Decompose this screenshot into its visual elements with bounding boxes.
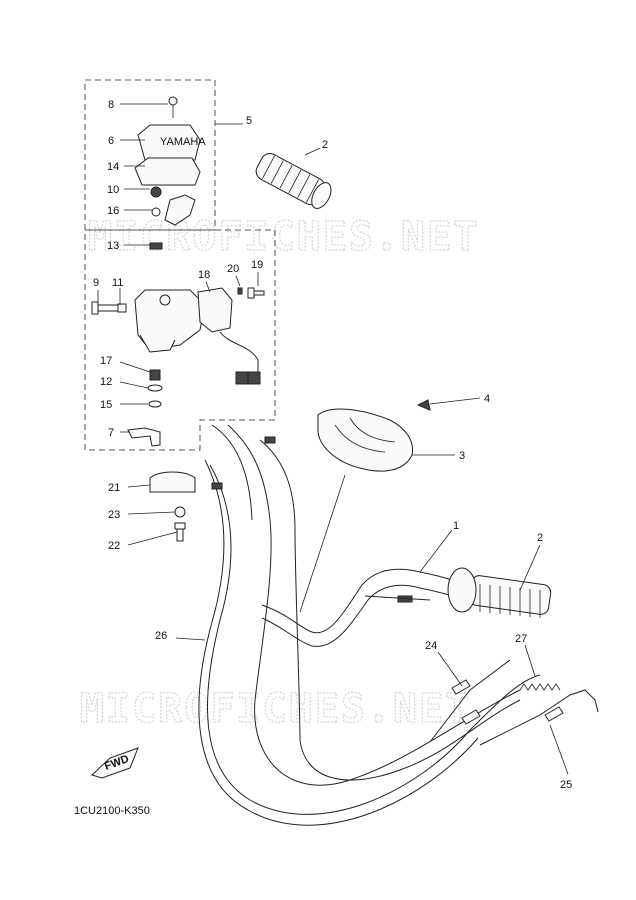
cable-end-a xyxy=(264,436,276,444)
cable-24 xyxy=(429,659,511,743)
callout-5: 5 xyxy=(246,115,252,127)
callout-9: 9 xyxy=(93,277,99,289)
pin-20 xyxy=(237,287,243,295)
callout-17: 17 xyxy=(100,355,112,367)
callout-11: 11 xyxy=(112,277,123,289)
callout-20: 20 xyxy=(227,263,239,275)
cable-outer-3 xyxy=(211,424,253,521)
callout-6: 6 xyxy=(108,135,114,147)
cable-end-b xyxy=(211,482,223,490)
left-grip xyxy=(255,152,332,209)
cable-25-sleeve xyxy=(544,706,564,722)
callout-3: 3 xyxy=(459,450,465,462)
svg-text:YAMAHA: YAMAHA xyxy=(160,136,206,148)
cable-outer-2 xyxy=(259,439,521,781)
right-grip xyxy=(447,567,552,618)
callout-27: 27 xyxy=(515,633,527,645)
callout-2-right: 2 xyxy=(537,532,543,544)
fwd-arrow-icon: FWD xyxy=(91,747,139,779)
cable-25 xyxy=(479,689,599,746)
callout-4: 4 xyxy=(484,393,490,405)
nut-10 xyxy=(150,186,162,198)
callout-8: 8 xyxy=(108,99,114,111)
cable-end-c xyxy=(397,595,413,603)
handlebar-cover xyxy=(317,408,414,472)
callout-13: 13 xyxy=(107,240,119,252)
bracket xyxy=(164,194,196,226)
callout-16: 16 xyxy=(107,205,119,217)
throttle-housing xyxy=(134,289,206,353)
handlebar-tube-inner xyxy=(261,584,469,647)
throttle-cable-26a xyxy=(207,464,541,815)
callout-26: 26 xyxy=(155,630,167,642)
bolt-22 xyxy=(174,522,186,542)
throttle-cover-6: YAMAHA xyxy=(137,124,206,161)
callout-12: 12 xyxy=(100,376,112,388)
watermark-top: MICROFICHES.NET xyxy=(88,214,479,260)
collar-17 xyxy=(149,369,161,381)
throttle-cable-26b xyxy=(198,459,479,826)
callout-1: 1 xyxy=(453,520,459,532)
callout-10: 10 xyxy=(107,184,119,196)
screw-8 xyxy=(168,96,178,118)
callout-22: 22 xyxy=(108,540,120,552)
diagram-code: 1CU2100-K350 xyxy=(74,805,150,817)
nut-11 xyxy=(117,303,127,313)
lower-group-box xyxy=(84,229,276,451)
callout-25: 25 xyxy=(560,779,572,791)
callout-15: 15 xyxy=(100,399,112,411)
switch-18 xyxy=(197,287,261,385)
spring-13 xyxy=(149,242,163,250)
washer-16 xyxy=(151,207,161,217)
bolt-9 xyxy=(91,301,119,315)
holder-21 xyxy=(149,471,196,493)
callouts: 8 6 14 10 16 13 5 2 9 11 18 20 19 17 12 … xyxy=(93,99,572,791)
callout-14: 14 xyxy=(107,161,119,173)
cable-24-sleeve xyxy=(451,679,471,695)
handlebar-tube xyxy=(261,568,471,634)
gasket-14 xyxy=(134,157,201,186)
callout-18: 18 xyxy=(198,269,210,281)
watermark-bottom: MICROFICHES.NET xyxy=(80,686,471,732)
screw-19 xyxy=(247,287,265,299)
callout-2-top: 2 xyxy=(322,139,328,151)
callout-23: 23 xyxy=(108,509,120,521)
cable-24-sleeve2 xyxy=(461,709,481,725)
cover-clip xyxy=(416,399,431,411)
cable-outer xyxy=(227,424,521,786)
spring-27 xyxy=(519,683,561,691)
callout-21: 21 xyxy=(108,482,120,494)
cable-end-d xyxy=(364,595,431,601)
callout-24: 24 xyxy=(425,640,437,652)
washer-23 xyxy=(174,506,186,518)
callout-19: 19 xyxy=(251,259,263,271)
callout-7: 7 xyxy=(108,427,114,439)
leader-lines xyxy=(97,103,569,775)
oring-15 xyxy=(148,400,162,408)
washer-12 xyxy=(147,384,163,392)
lever-7 xyxy=(127,427,161,447)
